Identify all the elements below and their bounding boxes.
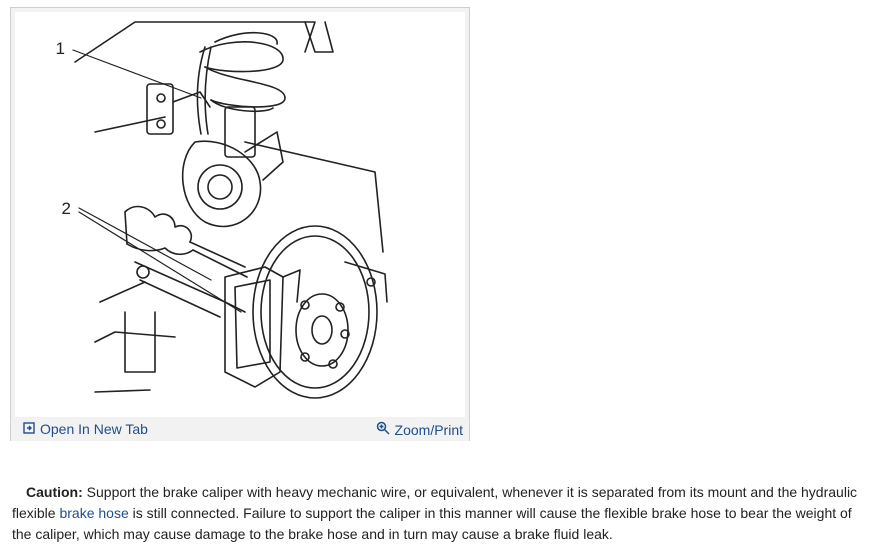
magnifier-icon [376, 421, 390, 438]
caution-text-before-link: Support the brake caliper with heavy mec… [12, 484, 858, 521]
open-in-new-tab-link[interactable]: Open In New Tab [23, 421, 148, 437]
figure-frame: 1 2 Open In New Tab Zoom/ [10, 7, 470, 441]
callout-leaders [72, 49, 242, 313]
open-in-new-tab-label: Open In New Tab [40, 421, 148, 437]
brake-assembly-diagram: 1 2 [15, 12, 465, 417]
callout-1: 1 [56, 39, 65, 58]
zoom-print-link[interactable]: Zoom/Print [376, 421, 463, 438]
callout-2: 2 [62, 199, 71, 218]
caution-paragraph: Caution: Support the brake caliper with … [12, 482, 870, 545]
figure-toolbar: Open In New Tab Zoom/Print [11, 417, 469, 441]
diagram-line-art [74, 21, 388, 399]
brake-hose-link[interactable]: brake hose [59, 505, 129, 521]
zoom-print-label: Zoom/Print [394, 421, 463, 438]
open-in-new-tab-icon [23, 421, 35, 437]
caution-text-after-link: is still connected. Failure to support t… [12, 505, 852, 542]
caution-label: Caution: [26, 484, 83, 500]
